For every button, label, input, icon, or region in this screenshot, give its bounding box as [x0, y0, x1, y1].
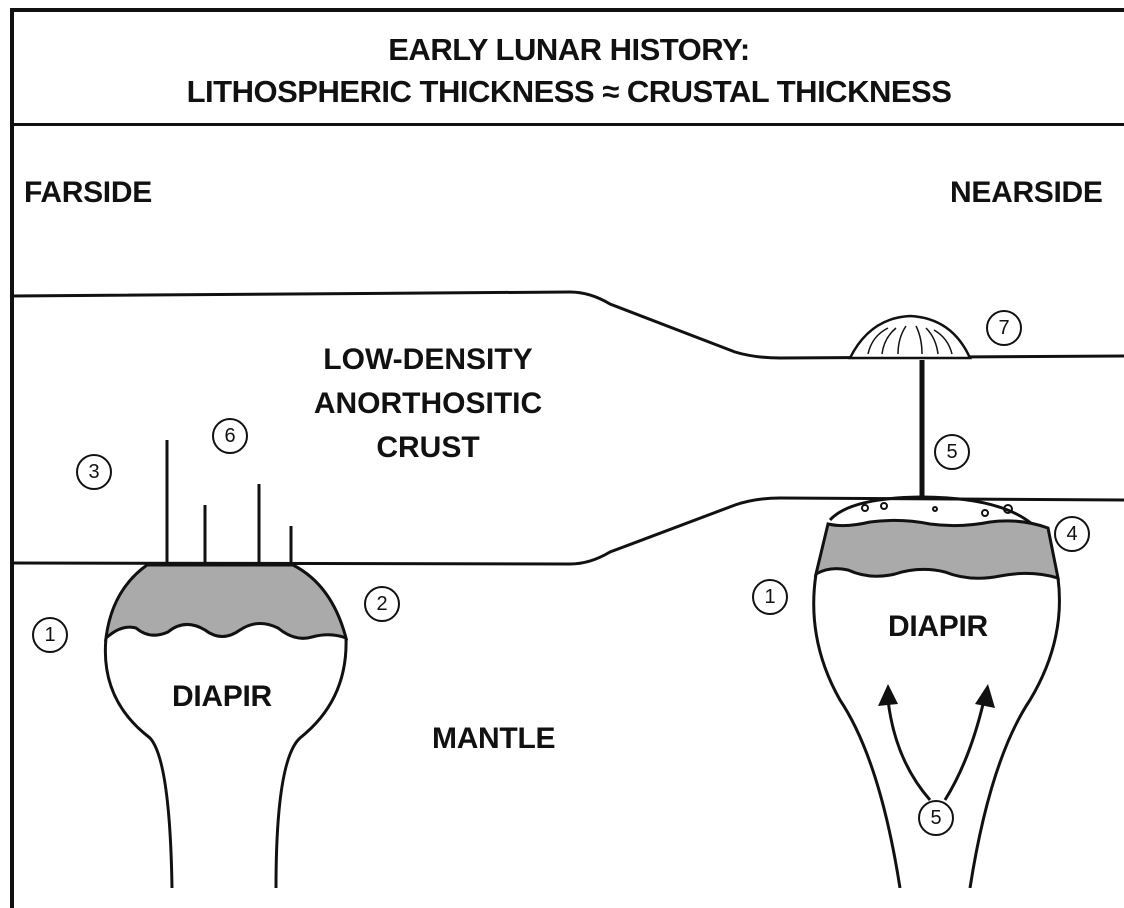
- marker-5-bottom: 5: [918, 800, 954, 836]
- left-diapir-melt-cap: [106, 565, 346, 638]
- marker-6: 6: [212, 418, 248, 454]
- arrow-head-right: [975, 684, 995, 708]
- crust-label-line2: ANORTHOSITIC: [258, 382, 598, 426]
- convection-arrows: [888, 700, 984, 800]
- left-diapir-body: [105, 638, 346, 888]
- marker-3: 3: [76, 454, 112, 490]
- marker-2: 2: [364, 586, 400, 622]
- arrow-head-left: [878, 684, 898, 706]
- marker-5-dike: 5: [934, 434, 970, 470]
- right-diapir-label: DIAPIR: [888, 610, 988, 644]
- marker-1-left: 1: [32, 617, 68, 653]
- mantle-label: MANTLE: [432, 722, 555, 756]
- right-diapir-melt-band: [816, 520, 1058, 578]
- crust-label: LOW-DENSITY ANORTHOSITIC CRUST: [258, 338, 598, 470]
- left-diapir-label: DIAPIR: [172, 680, 272, 714]
- crust-label-line3: CRUST: [258, 426, 598, 470]
- farside-label: FARSIDE: [24, 176, 152, 210]
- crust-label-line1: LOW-DENSITY: [258, 338, 598, 382]
- marker-1-right: 1: [752, 579, 788, 615]
- nearside-label: NEARSIDE: [950, 176, 1103, 210]
- marker-7: 7: [986, 310, 1022, 346]
- marker-4: 4: [1054, 516, 1090, 552]
